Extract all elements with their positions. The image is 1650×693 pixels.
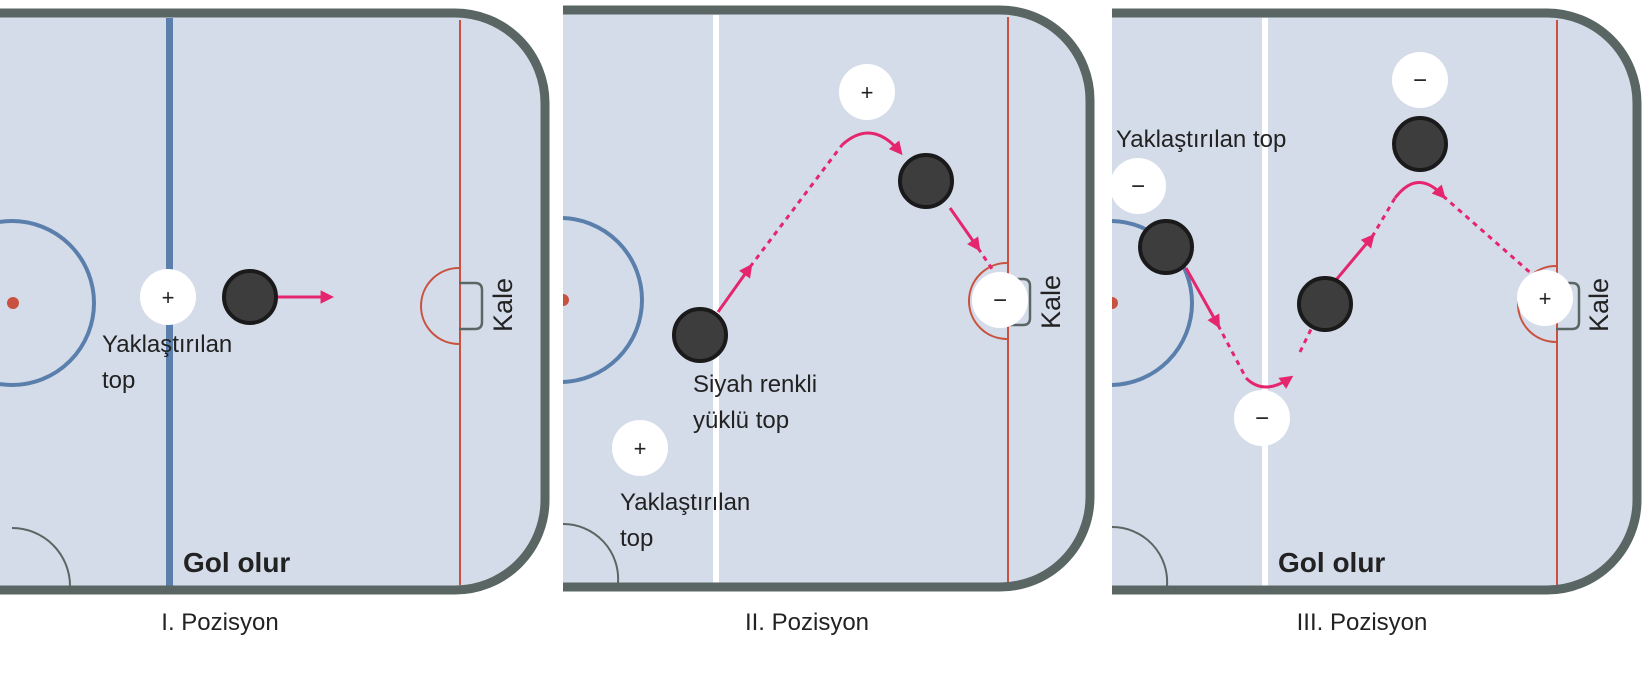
faceoff-dot bbox=[563, 294, 569, 306]
faceoff-dot bbox=[1112, 297, 1118, 309]
charge-sign: + bbox=[1539, 286, 1552, 311]
negative-charge-goal: − bbox=[972, 272, 1028, 328]
approached-charge: + bbox=[140, 269, 196, 325]
annotation-line-2: yüklü top bbox=[693, 407, 789, 434]
charged-puck-top bbox=[1392, 116, 1448, 172]
panel-caption: III. Pozisyon bbox=[1297, 609, 1428, 636]
annotation-line-1: Yaklaştırılan bbox=[620, 489, 750, 516]
panel-1: + Yaklaştırılan top Kale Gol olur I. Poz… bbox=[0, 8, 550, 636]
panel-caption: II. Pozisyon bbox=[745, 609, 869, 636]
charged-puck-deflected bbox=[898, 153, 954, 209]
charge-sign: + bbox=[162, 285, 175, 310]
faceoff-circle bbox=[563, 216, 644, 384]
rink-boards bbox=[1112, 8, 1642, 595]
goal-label: Kale bbox=[1036, 275, 1066, 329]
puck-path bbox=[1184, 181, 1543, 389]
annotation-line-1: Yaklaştırılan top bbox=[1116, 126, 1286, 153]
charge-sign: − bbox=[993, 287, 1007, 314]
charge-sign: + bbox=[861, 80, 874, 105]
goal-net bbox=[459, 281, 484, 331]
rink-surface bbox=[1112, 13, 1637, 590]
negative-charge-top: − bbox=[1392, 52, 1448, 108]
corner-arc bbox=[563, 522, 620, 584]
center-line bbox=[1262, 18, 1268, 588]
panel-caption: I. Pozisyon bbox=[161, 609, 278, 636]
annotation-line-1: Yaklaştırılan bbox=[102, 331, 232, 358]
center-line bbox=[713, 15, 719, 585]
charged-puck-start bbox=[672, 307, 728, 363]
goal-crease bbox=[420, 267, 460, 345]
approached-charge: + bbox=[612, 420, 668, 476]
goal-net bbox=[1007, 277, 1032, 327]
goal-label: Kale bbox=[1584, 278, 1614, 332]
charged-puck bbox=[222, 269, 278, 325]
charge-sign: + bbox=[634, 436, 647, 461]
rink-boards bbox=[563, 5, 1095, 592]
result-label: Gol olur bbox=[183, 547, 290, 578]
faceoff-circle bbox=[1112, 219, 1194, 387]
charge-sign: − bbox=[1255, 405, 1269, 432]
result-label: Gol olur bbox=[1278, 547, 1385, 578]
annotation-line-1: Siyah renkli bbox=[693, 371, 817, 398]
annotation-line-2: top bbox=[102, 367, 135, 394]
panel-2: + − + Siyah renkli yüklü top Yaklaştırıl… bbox=[563, 5, 1095, 636]
negative-charge-bottom: − bbox=[1234, 390, 1290, 446]
positive-charge-goal: + bbox=[1517, 270, 1573, 326]
faceoff-dot bbox=[7, 297, 19, 309]
puck-path bbox=[716, 131, 996, 313]
goal-label: Kale bbox=[488, 278, 518, 332]
goal-net bbox=[1556, 281, 1581, 331]
rink-surface bbox=[563, 10, 1090, 587]
corner-arc bbox=[11, 527, 71, 587]
charge-sign: − bbox=[1131, 173, 1145, 200]
panel-3: − − − + Yaklaştırılan top Kale Gol olur … bbox=[1110, 8, 1642, 636]
negative-charge-left: − bbox=[1110, 158, 1166, 214]
faceoff-circle bbox=[0, 219, 96, 387]
rink-boards bbox=[0, 8, 550, 595]
annotation-line-2: top bbox=[620, 525, 653, 552]
charged-puck-middle bbox=[1297, 276, 1353, 332]
positive-charge-top: + bbox=[839, 64, 895, 120]
charge-sign: − bbox=[1413, 67, 1427, 94]
charged-puck-start bbox=[1138, 219, 1194, 275]
corner-arc bbox=[1112, 525, 1169, 587]
